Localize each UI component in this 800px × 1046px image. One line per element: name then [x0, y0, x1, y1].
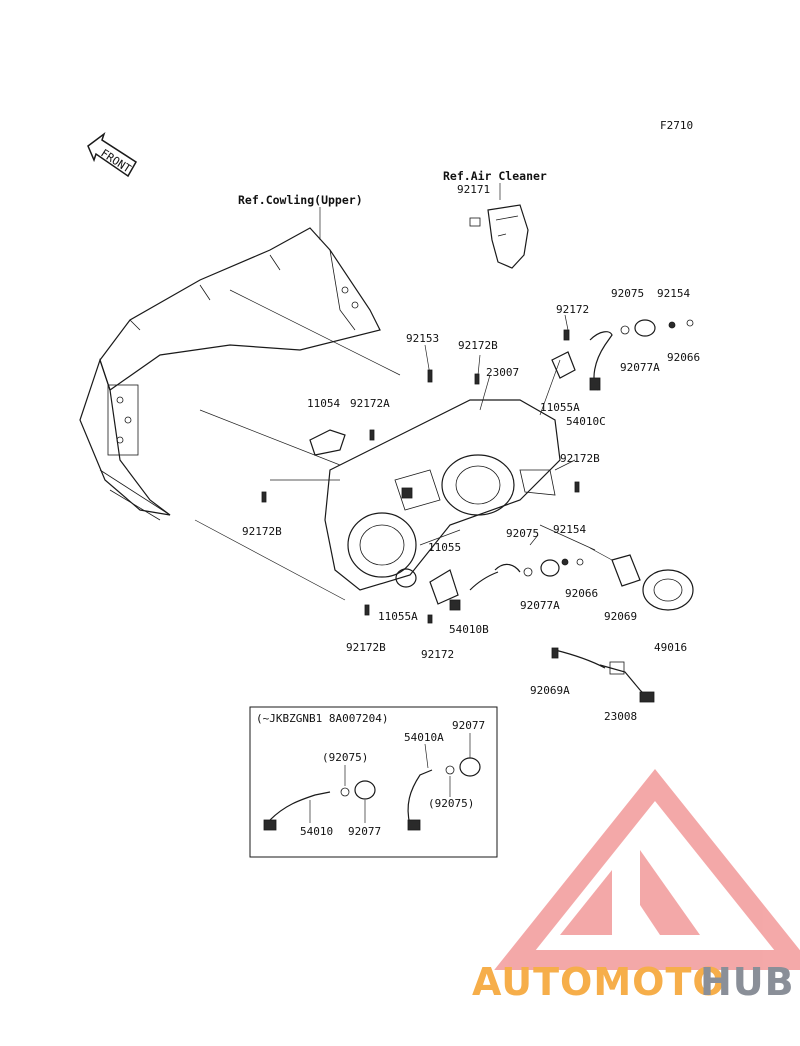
upper-cowling [79, 227, 381, 521]
part-label: 92075 [506, 527, 539, 540]
part-label: 92172B [346, 641, 386, 654]
front-arrow-icon: FRONT [87, 131, 138, 178]
part-label: 92172B [560, 452, 600, 465]
part-label: 49016 [654, 641, 687, 654]
leader-lines [194, 289, 596, 601]
part-label: 92153 [406, 332, 439, 345]
part-label: 11055 [428, 541, 461, 554]
part-label: 23008 [604, 710, 637, 723]
part-label: (92075) [322, 751, 368, 764]
air-cleaner-bracket [469, 204, 529, 269]
part-label: 92077 [452, 719, 485, 732]
bulb-socket-middle [494, 547, 694, 611]
part-label: 92066 [565, 587, 598, 600]
part-label: 92172 [421, 648, 454, 661]
bulb-socket-lower [395, 568, 499, 624]
wiring-harness-23008 [551, 647, 655, 703]
part-label: 92172 [556, 303, 589, 316]
part-label: 23007 [486, 366, 519, 379]
part-label: 92077A [620, 361, 660, 374]
part-label: 92154 [657, 287, 690, 300]
svg-text:AUTOMOTO: AUTOMOTO [472, 960, 726, 1004]
inset-title: (~JKBZGNB1 8A007204) [256, 712, 388, 725]
part-label: 54010C [566, 415, 606, 428]
bulb-socket-upper [551, 319, 694, 391]
svg-text:HUB: HUB [700, 960, 795, 1004]
part-label: 54010B [449, 623, 489, 636]
part-label: 92172A [350, 397, 390, 410]
bracket-11054 [309, 429, 346, 456]
part-label: 92069 [604, 610, 637, 623]
part-label: 11055A [378, 610, 418, 623]
watermark-logo [494, 768, 800, 970]
watermark-text: AUTOMOTO HUB [472, 960, 795, 1004]
part-label: (92075) [428, 797, 474, 810]
ref-cowling-label: Ref.Cowling(Upper) [238, 193, 363, 207]
inset-panel: (~JKBZGNB1 8A007204) (92075) 54010A 9207… [249, 706, 498, 858]
part-label: 92066 [667, 351, 700, 364]
part-label: 92077 [348, 825, 381, 838]
part-label: 92172B [458, 339, 498, 352]
part-label: 11054 [307, 397, 340, 410]
part-label: 92069A [530, 684, 570, 697]
ref-air-cleaner-label: Ref.Air Cleaner [443, 169, 547, 183]
part-label: 92077A [520, 599, 560, 612]
part-label: 92075 [611, 287, 644, 300]
headlight-housing [324, 399, 561, 591]
part-label: 11055A [540, 401, 580, 414]
part-labels: 92171 92172 92075 92154 92066 92077A 110… [242, 183, 700, 723]
part-label: 54010 [300, 825, 333, 838]
figure-code: F2710 [660, 119, 693, 132]
part-label: 92154 [553, 523, 586, 536]
part-label: 92171 [457, 183, 490, 196]
part-label: 54010A [404, 731, 444, 744]
screws [261, 369, 580, 616]
part-label: 92172B [242, 525, 282, 538]
